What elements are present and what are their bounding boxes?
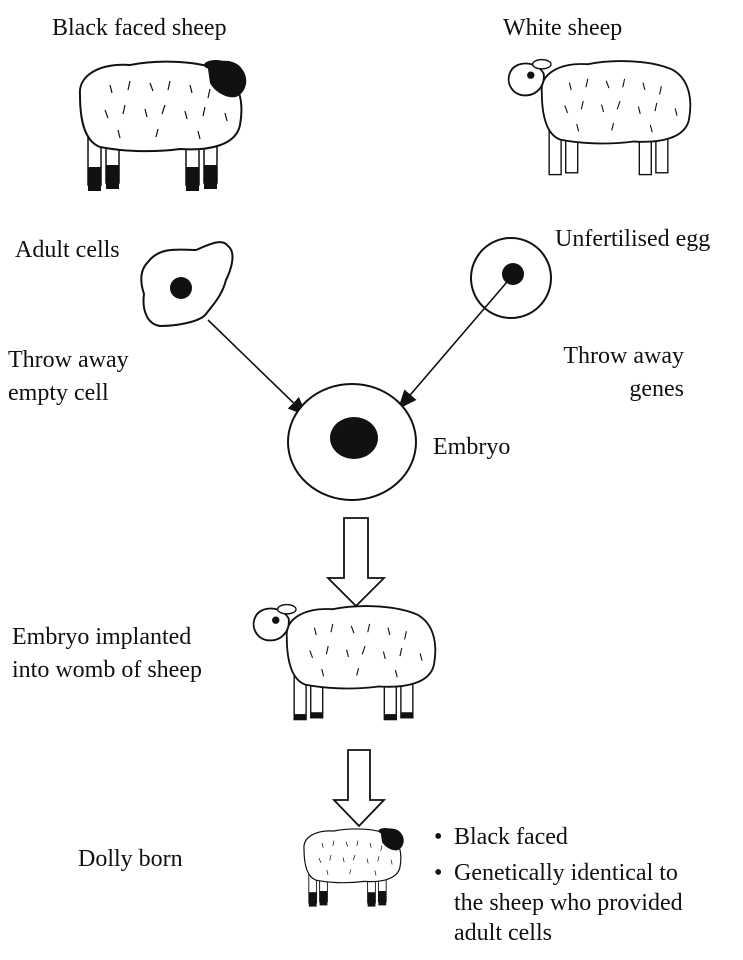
result-point-continuation: adult cells	[432, 918, 683, 948]
label-dolly-born: Dolly born	[78, 844, 183, 874]
label-throw-away-empty-cell-line1: Throw away	[8, 345, 129, 375]
label-embryo-implanted-line2: into womb of sheep	[12, 655, 202, 685]
label-white-sheep: White sheep	[503, 13, 622, 43]
label-throw-away-empty-cell-line2: empty cell	[8, 378, 109, 408]
result-point-continuation: the sheep who provided	[432, 888, 683, 918]
label-black-faced-sheep: Black faced sheep	[52, 13, 227, 43]
arrow-adult-to-embryo	[208, 320, 306, 415]
black-faced-sheep-icon	[80, 60, 246, 191]
label-throw-away-genes-line2: genes	[629, 374, 684, 404]
label-unfertilised-egg: Unfertilised egg	[555, 224, 710, 254]
result-point-line: Genetically identical to	[454, 860, 678, 886]
result-point-line: the sheep who provided	[454, 890, 683, 916]
result-point: Black faced	[432, 822, 683, 852]
adult-cell-nucleus	[170, 277, 192, 299]
result-point: Genetically identical to	[432, 858, 683, 888]
arrow-egg-to-embryo	[399, 282, 507, 408]
dolly-sheep-icon	[304, 828, 404, 907]
egg-nucleus	[502, 263, 524, 285]
surrogate-sheep-icon	[254, 605, 436, 720]
white-sheep-icon	[509, 60, 691, 175]
result-point-line: adult cells	[454, 920, 552, 946]
label-embryo-implanted-line1: Embryo implanted	[12, 622, 191, 652]
down-arrow-1-icon	[328, 518, 384, 606]
label-adult-cells: Adult cells	[15, 235, 120, 265]
embryo-nucleus	[330, 417, 378, 459]
result-points-list: Black faced Genetically identical to the…	[432, 822, 683, 950]
label-embryo: Embryo	[433, 432, 510, 462]
down-arrow-2-icon	[334, 750, 384, 826]
label-throw-away-genes-line1: Throw away	[563, 341, 684, 371]
